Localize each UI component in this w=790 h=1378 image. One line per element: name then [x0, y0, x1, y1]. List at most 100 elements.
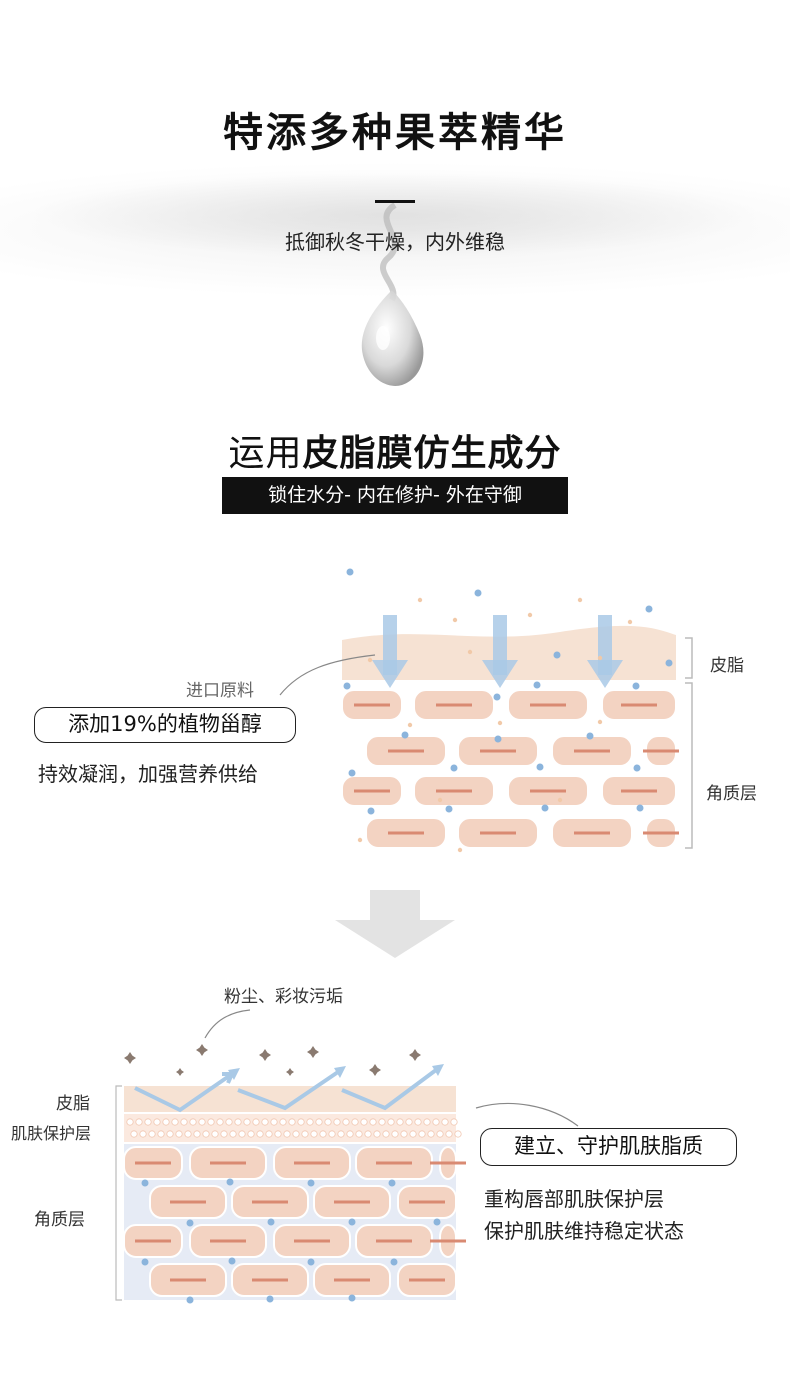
barrier-layer	[124, 1114, 456, 1142]
blue-dot	[348, 1218, 356, 1226]
dust-particle-icon	[259, 1049, 271, 1061]
blue-dot	[474, 589, 482, 597]
barrier-bead	[310, 1130, 318, 1138]
lipid-dot	[367, 657, 373, 663]
phytosterol-desc: 持效凝润，加强营养供给	[38, 762, 258, 786]
blue-dot	[307, 1258, 315, 1266]
blue-dot	[346, 568, 354, 576]
blue-dot	[493, 693, 501, 701]
layer-label-stratum-2: 角质层	[34, 1210, 85, 1230]
barrier-bead	[396, 1118, 404, 1126]
lipid-dot	[497, 720, 503, 726]
barrier-bead	[202, 1130, 210, 1138]
blue-dot	[390, 1258, 398, 1266]
blue-dot	[267, 1218, 275, 1226]
hero-title: 特添多种果萃精华	[223, 110, 567, 156]
barrier-bead	[414, 1118, 422, 1126]
barrier-bead	[315, 1118, 323, 1126]
dust-particle-icon	[307, 1046, 319, 1058]
dust-particle-icon	[409, 1049, 421, 1061]
lipid-dot	[407, 722, 413, 728]
barrier-bead	[324, 1118, 332, 1126]
cell-nucleus	[252, 1200, 288, 1204]
lipid-dot	[457, 847, 463, 853]
barrier-bead	[319, 1130, 327, 1138]
cell-nucleus	[388, 749, 424, 753]
dust-particle-icon	[286, 1068, 294, 1076]
absorb-arrow-head	[482, 660, 518, 688]
barrier-bead	[229, 1130, 237, 1138]
blue-dot	[141, 1179, 149, 1187]
cell-nucleus	[621, 789, 657, 793]
cell-nucleus	[334, 1200, 370, 1204]
blue-dot	[266, 1295, 274, 1303]
hero-subtitle: 抵御秋冬干燥，内外维稳	[285, 230, 505, 254]
barrier-bead	[436, 1130, 444, 1138]
cell-nucleus	[354, 789, 390, 793]
absorb-arrow-head	[372, 660, 408, 688]
layer-label-sebum: 皮脂	[710, 656, 744, 676]
barrier-bead	[369, 1118, 377, 1126]
blue-dot	[348, 769, 356, 777]
cell-nucleus	[354, 703, 390, 707]
bracket-sebum	[685, 637, 693, 679]
blue-dot	[445, 805, 453, 813]
barrier-bead	[405, 1118, 413, 1126]
skin-diagram-before	[279, 568, 693, 853]
cell-nucleus	[294, 1161, 330, 1165]
barrier-bead	[328, 1130, 336, 1138]
barrier-bead	[283, 1130, 291, 1138]
barrier-bead	[351, 1118, 359, 1126]
blue-dot	[632, 682, 640, 690]
cell-nucleus	[621, 703, 657, 707]
dust-particle-icon	[176, 1068, 184, 1076]
barrier-bead	[391, 1130, 399, 1138]
barrier-bead	[193, 1130, 201, 1138]
dust-pointer-line	[204, 1009, 251, 1039]
barrier-bead	[360, 1118, 368, 1126]
barrier-bead	[274, 1130, 282, 1138]
barrier-bead	[292, 1130, 300, 1138]
barrier-bead	[166, 1130, 174, 1138]
cell-nucleus	[210, 1161, 246, 1165]
barrier-bead	[211, 1130, 219, 1138]
barrier-bead	[342, 1118, 350, 1126]
barrier-bead	[234, 1118, 242, 1126]
pointer-line	[279, 654, 376, 696]
barrier-bead	[225, 1118, 233, 1126]
barrier-bead	[432, 1118, 440, 1126]
phytosterol-pill: 添加19%的植物甾醇	[34, 707, 296, 743]
barrier-bead	[400, 1130, 408, 1138]
cell-nucleus	[574, 749, 610, 753]
transition-arrow-icon	[335, 890, 455, 958]
section-title-plain: 运用	[228, 433, 303, 474]
blue-dot	[228, 1257, 236, 1265]
blue-dot	[541, 804, 549, 812]
barrier-bead	[162, 1118, 170, 1126]
blue-dot	[665, 659, 673, 667]
cell-nucleus	[530, 703, 566, 707]
bracket-left	[115, 1085, 122, 1301]
barrier-bead	[427, 1130, 435, 1138]
bracket-stratum	[685, 682, 693, 849]
barrier-bead	[171, 1118, 179, 1126]
blue-dot	[141, 1258, 149, 1266]
absorb-arrow-head	[587, 660, 623, 688]
barrier-bead	[261, 1118, 269, 1126]
lipid-desc-line-2: 保护肌肤维持稳定状态	[484, 1219, 684, 1243]
blue-dot	[226, 1178, 234, 1186]
lipid-dot	[357, 837, 363, 843]
cell-nucleus	[388, 831, 424, 835]
reflect-arrow-head	[334, 1066, 346, 1078]
barrier-bead	[238, 1130, 246, 1138]
barrier-bead	[189, 1118, 197, 1126]
reflect-arrow	[341, 1068, 438, 1111]
blue-dot	[343, 682, 351, 690]
barrier-bead	[450, 1118, 458, 1126]
barrier-bead	[184, 1130, 192, 1138]
lipid-dot	[527, 612, 533, 618]
barrier-bead	[301, 1130, 309, 1138]
reflect-arrow-head	[432, 1064, 444, 1076]
lipid-dot	[467, 649, 473, 655]
hero-background	[0, 0, 790, 420]
